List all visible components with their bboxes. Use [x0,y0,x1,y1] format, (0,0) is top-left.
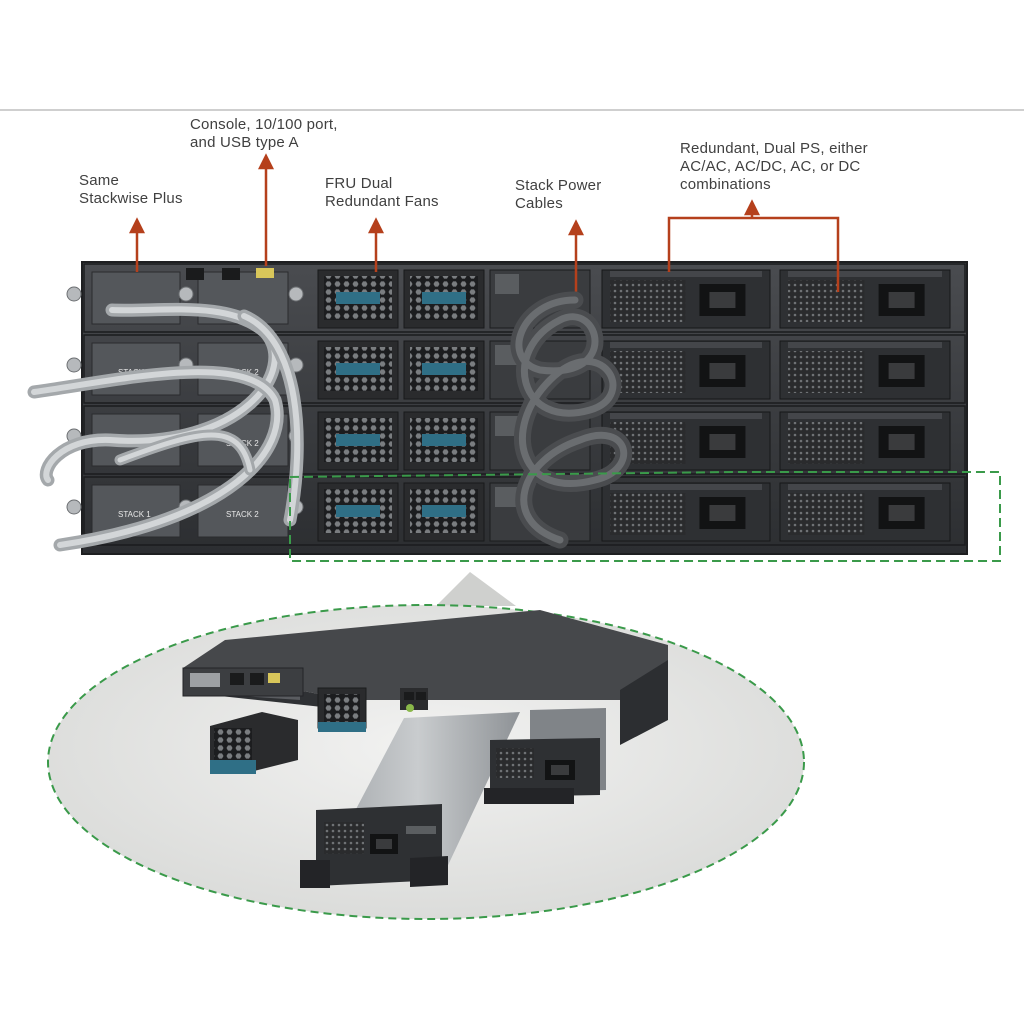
fan-handle [422,363,466,375]
label-stack-power-cables: Stack Power Cables [515,177,602,212]
psu-label-strip [610,342,762,348]
psu-vent [788,493,865,535]
screw [178,286,194,302]
label-redundant-power-supply: Redundant, Dual PS, either AC/AC, AC/DC,… [680,140,868,193]
usb-port [256,268,274,278]
stack-power-label [495,487,519,507]
fan-handle [422,505,466,517]
screw [66,286,82,302]
psu-small [484,708,606,804]
psu-vent [788,351,865,393]
screw [288,286,304,302]
psu-large [300,712,520,888]
psu-label-strip [610,413,762,419]
label-console-ports: Console, 10/100 port, and USB type A [190,116,338,151]
power-socket [709,363,736,379]
power-socket [709,292,736,308]
power-socket [888,505,915,521]
power-socket [888,363,915,379]
power-socket [888,434,915,450]
screw [66,499,82,515]
callout-arrows [128,153,840,292]
psu-label-strip [610,484,762,490]
psu-label-strip [788,484,942,490]
psu-label-strip [610,271,762,277]
single-switch-exploded [182,610,668,745]
power-socket [709,434,736,450]
stack-power-cables [510,291,633,549]
label-fru-fans: FRU Dual Redundant Fans [325,175,439,210]
ethernet-port [186,268,204,280]
stackwise-cables [27,302,304,552]
psu-vent [610,280,686,322]
stack-power-label [495,416,519,436]
power-socket [709,505,736,521]
psu-vent [788,422,865,464]
fan-handle [336,434,380,446]
psu-vent [788,280,865,322]
fan-handle [336,505,380,517]
psu-vent [610,351,686,393]
label-stackwise-plus: Same Stackwise Plus [79,172,183,207]
console-port [222,268,240,280]
screw [66,357,82,373]
fan-handle [336,363,380,375]
psu-label-strip [788,413,942,419]
psu-label-strip [788,271,942,277]
highlight-box [289,471,1001,562]
power-socket [888,292,915,308]
stack-1-label: STACK 1 [118,510,151,519]
fan-handle [336,292,380,304]
fan-handle [422,292,466,304]
psu-vent [610,493,686,535]
stack-2-label: STACK 2 [226,510,259,519]
fan-handle [422,434,466,446]
stack-power-label [495,274,519,294]
zoom-connector [436,572,516,606]
psu-label-strip [788,342,942,348]
loose-fan-module [210,712,298,774]
top-divider [0,109,1024,111]
